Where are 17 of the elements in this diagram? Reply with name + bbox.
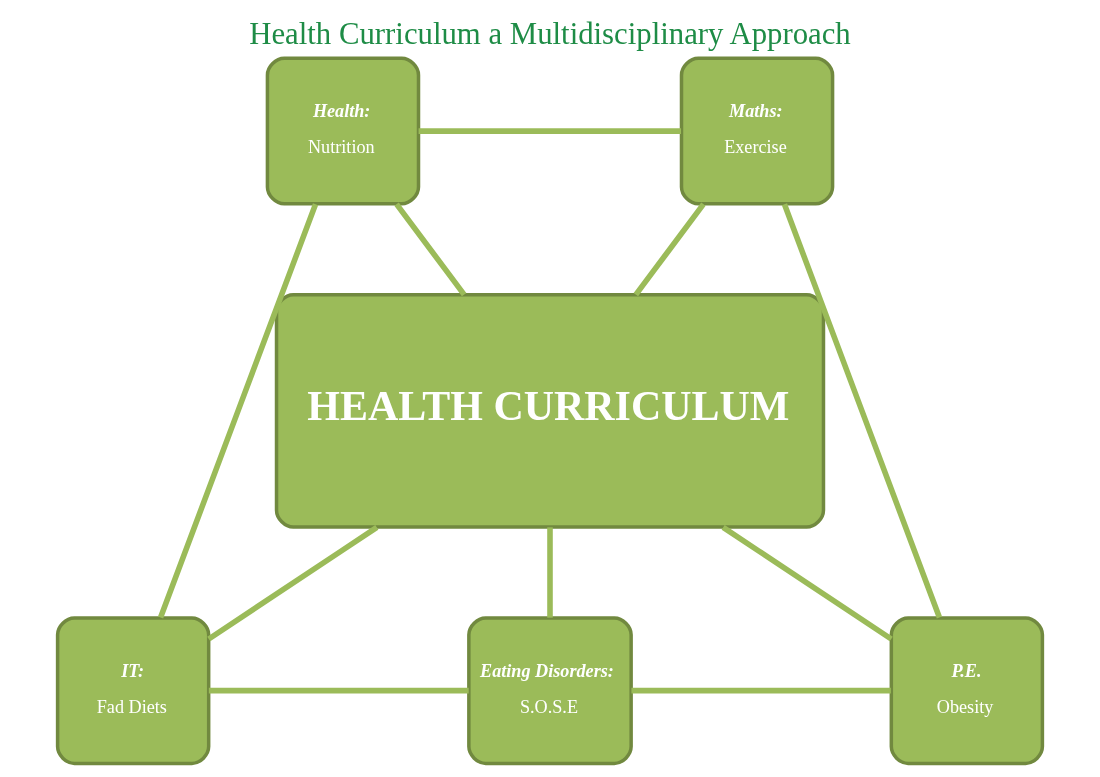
connector (547, 527, 553, 618)
connector (781, 203, 943, 619)
connector (157, 203, 319, 619)
diagram-title: Health Curriculum a Multidisciplinary Approach (249, 16, 851, 51)
node-box: Maths: Exercise (679, 56, 835, 206)
connector (207, 525, 379, 642)
node-box: Health: Nutrition (265, 56, 421, 206)
node-box: Eating Disorders: S.O.S.E (467, 616, 633, 766)
connector (721, 525, 893, 642)
connector (631, 687, 891, 694)
node-box: HEALTH CURRICULUM (274, 293, 826, 529)
connector (394, 202, 467, 297)
connector (418, 128, 681, 134)
connector (208, 687, 469, 694)
connector (633, 202, 706, 297)
node-box: IT: Fad Diets (55, 616, 211, 766)
node-box: P.E. Obesity (889, 616, 1045, 766)
